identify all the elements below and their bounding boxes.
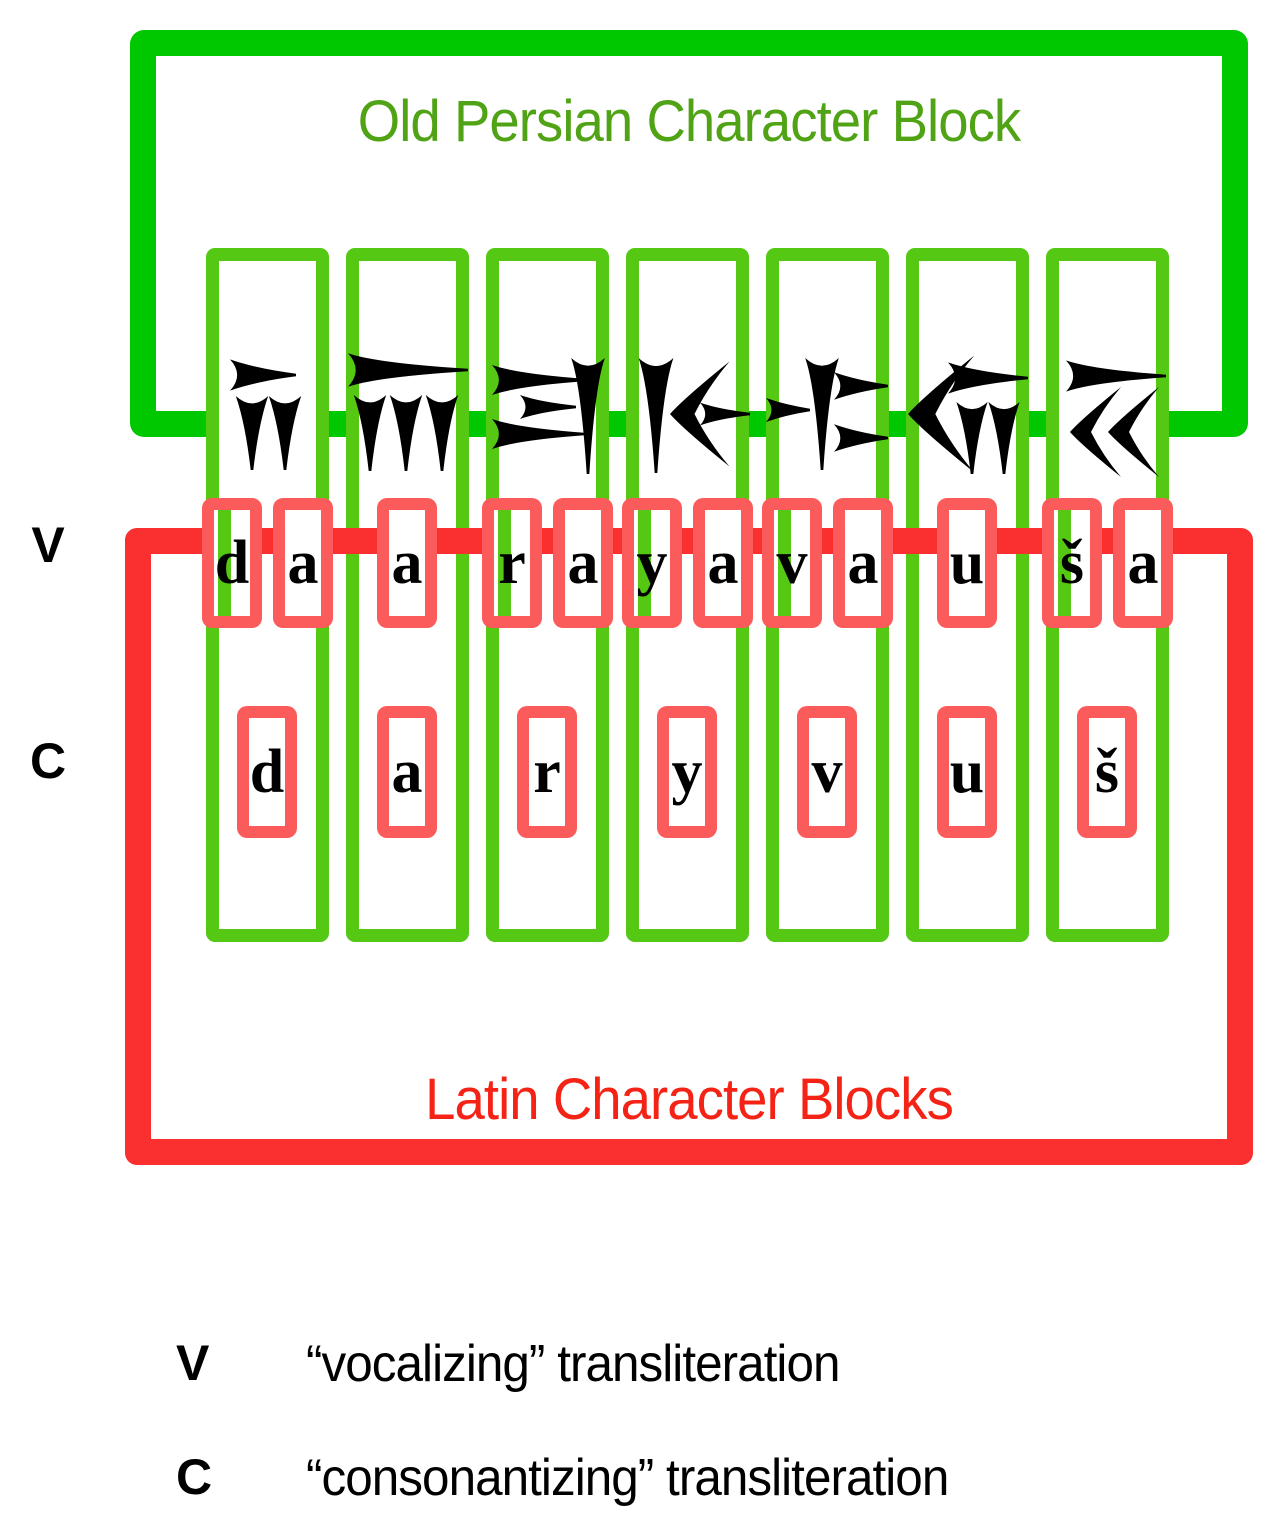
cuneiform-a-icon bbox=[348, 353, 468, 471]
letter-label: š bbox=[1059, 529, 1085, 597]
v-letter-box-sha-1: š bbox=[1042, 498, 1102, 628]
letter-label: d bbox=[249, 738, 285, 806]
cuneiform-u-icon bbox=[908, 355, 1028, 474]
cuneiform-ra-icon bbox=[492, 358, 605, 474]
column-border-showthrough bbox=[498, 510, 511, 616]
letter-label: d bbox=[214, 529, 250, 597]
v-letter-box-sha-2: a bbox=[1113, 498, 1173, 628]
legend-text-vocalizing: “vocalizing” transliteration bbox=[306, 1335, 840, 1393]
letter-label: a bbox=[287, 529, 319, 597]
v-letter-box-a: a bbox=[377, 498, 437, 628]
column-border-showthrough bbox=[748, 508, 753, 618]
c-letter-box-da: d bbox=[237, 706, 297, 838]
letter-label: a bbox=[847, 529, 879, 597]
letter-label: v bbox=[776, 529, 808, 597]
column-border-showthrough bbox=[328, 508, 333, 618]
v-letter-box-ra-2: a bbox=[553, 498, 613, 628]
column-border-showthrough bbox=[888, 508, 893, 618]
latin-blocks-title: Latin Character Blocks bbox=[425, 1067, 954, 1132]
letter-label: š bbox=[1094, 738, 1120, 806]
letter-label: u bbox=[949, 529, 985, 597]
column-border-showthrough bbox=[1058, 510, 1071, 616]
letter-label: r bbox=[498, 529, 526, 597]
column-border-showthrough bbox=[608, 508, 613, 618]
letter-label: u bbox=[949, 738, 985, 806]
cuneiform-da-icon bbox=[230, 359, 302, 470]
legend-key-c: C bbox=[176, 1449, 213, 1505]
old-persian-block-title: Old Persian Character Block bbox=[357, 89, 1021, 154]
letter-label: a bbox=[391, 738, 423, 806]
v-letter-box-da-2: a bbox=[273, 498, 333, 628]
v-letter-box-ra-1: r bbox=[482, 498, 542, 628]
c-letter-box-sha: š bbox=[1077, 706, 1137, 838]
letter-label: a bbox=[707, 529, 739, 597]
v-letter-box-da-1: d bbox=[202, 498, 262, 628]
column-border-showthrough bbox=[218, 510, 231, 616]
c-letter-box-a: a bbox=[377, 706, 437, 838]
cuneiform-va-icon bbox=[766, 358, 888, 470]
legend-key-v: V bbox=[176, 1335, 210, 1391]
column-border-showthrough bbox=[638, 510, 651, 616]
c-letter-box-ra: r bbox=[517, 706, 577, 838]
letter-label: v bbox=[811, 738, 843, 806]
row-label-v: V bbox=[31, 517, 65, 573]
letter-label: y bbox=[671, 738, 703, 806]
c-letter-box-va: v bbox=[797, 706, 857, 838]
cuneiform-sha-icon bbox=[1066, 360, 1166, 477]
v-letter-box-va-2: a bbox=[833, 498, 893, 628]
letter-label: a bbox=[567, 529, 599, 597]
v-letter-box-u: u bbox=[937, 498, 997, 628]
row-label-c: C bbox=[29, 733, 67, 789]
legend-text-consonantizing: “consonantizing” transliteration bbox=[306, 1449, 949, 1507]
column-border-showthrough bbox=[1168, 508, 1173, 618]
v-letter-box-va-1: v bbox=[762, 498, 822, 628]
column-border-showthrough bbox=[778, 510, 791, 616]
cuneiform-ya-icon bbox=[638, 358, 750, 473]
letter-label: r bbox=[533, 738, 561, 806]
v-letter-box-ya-2: a bbox=[693, 498, 753, 628]
v-letter-box-ya-1: y bbox=[622, 498, 682, 628]
letter-label: y bbox=[636, 529, 668, 597]
c-letter-box-u: u bbox=[937, 706, 997, 838]
c-letter-box-ya: y bbox=[657, 706, 717, 838]
letter-label: a bbox=[1127, 529, 1159, 597]
letter-label: a bbox=[391, 529, 423, 597]
